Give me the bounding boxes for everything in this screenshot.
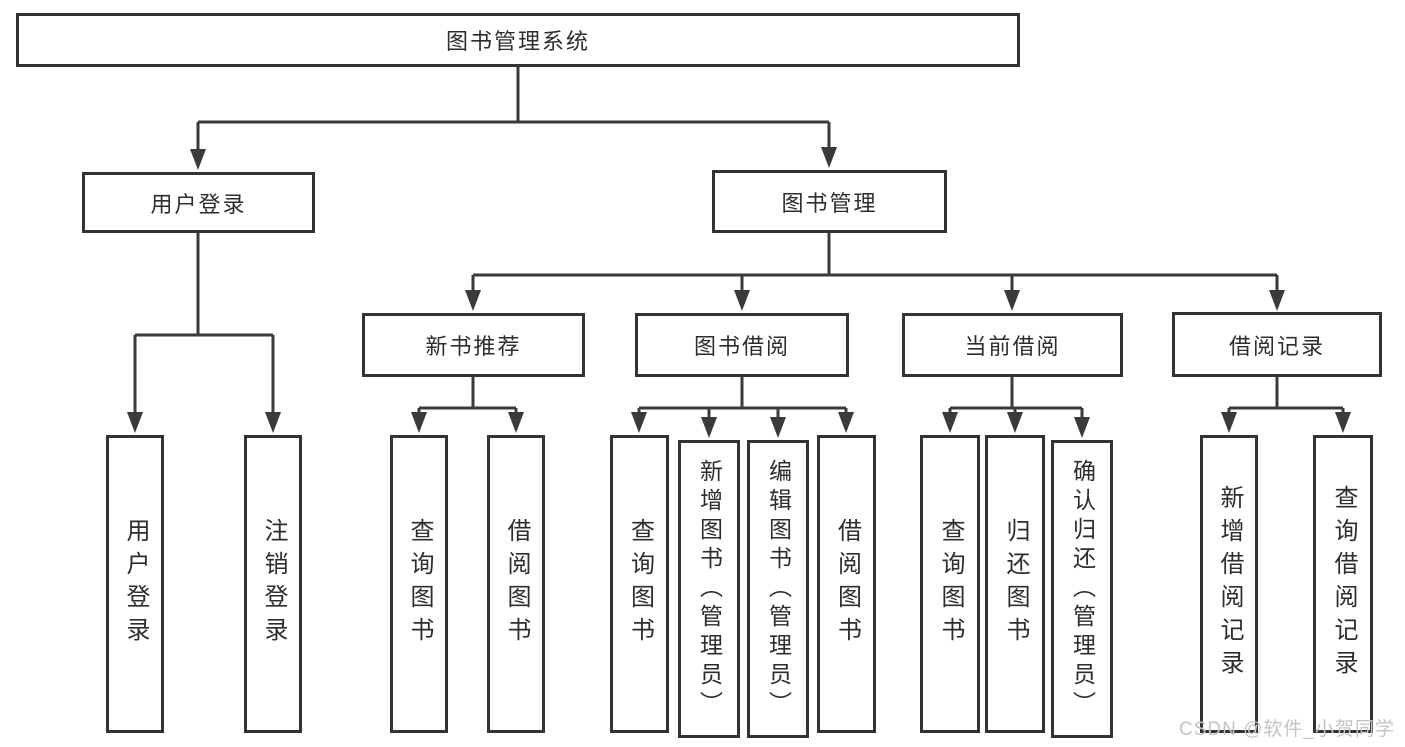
node-user-login: 用户登录 [82,172,315,233]
node-current-borrowing: 当前借阅 [902,313,1123,377]
leaf-query-books-newbooks: 查询图书 [390,435,448,733]
leaf-query-borrow-record: 查询借阅记录 [1313,435,1373,733]
leaf-query-books-current: 查询图书 [920,435,980,733]
node-borrowing-records: 借阅记录 [1172,312,1382,377]
leaf-user-login: 用户登录 [106,435,164,733]
leaf-query-books-borrow: 查询图书 [610,435,669,733]
arrow-icon [127,147,1351,438]
tree-edges [133,67,1345,419]
leaf-edit-books-admin: 编辑图书（管理员） [747,440,809,738]
leaf-add-books-admin: 新增图书（管理员） [678,440,740,738]
node-book-management: 图书管理 [712,170,947,233]
node-library-management-system: 图书管理系统 [16,13,1020,67]
leaf-return-books: 归还图书 [985,435,1045,733]
leaf-borrow-books-newbooks: 借阅图书 [487,435,545,733]
leaf-borrow-books-borrow: 借阅图书 [817,435,876,733]
csdn-watermark: CSDN @软件_小贺同学 [1179,719,1395,740]
node-book-borrowing: 图书借阅 [635,313,849,377]
leaf-confirm-return-admin: 确认归还（管理员） [1051,440,1113,738]
leaf-add-borrow-record: 新增借阅记录 [1200,435,1258,733]
leaf-logout: 注销登录 [244,435,302,733]
node-new-book-recommendation: 新书推荐 [362,313,585,377]
